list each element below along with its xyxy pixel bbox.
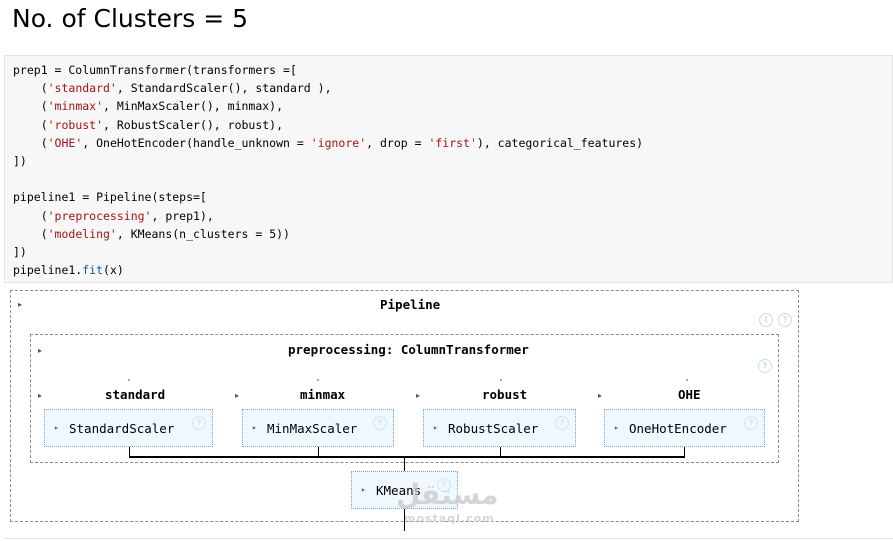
robust-toggle-icon[interactable]: ▸ [416,391,421,400]
help-icon[interactable]: ? [192,416,206,430]
code-token: ]) [13,245,27,259]
code-token: pipeline1 = Pipeline(steps=[ [13,190,207,205]
expand-icon: ▸ [54,423,59,432]
estimator-label: MinMaxScaler [267,421,358,436]
code-token: ( [13,99,48,114]
code-token: , prep1), [151,208,214,223]
page-title: No. of Clusters = 5 [12,4,248,33]
string-literal: 'OHE' [47,135,83,150]
code-token: (x) [103,263,124,278]
estimator-label: RobustScaler [448,421,539,436]
estimator-minmaxscaler[interactable]: ▸ MinMaxScaler ? [242,409,394,447]
watermark-logo: مستقل mostaql.com [396,478,506,528]
expand-icon: ▸ [361,485,366,494]
estimator-label: KMeans [376,483,422,498]
connector-line [318,447,319,456]
preprocessing-toggle-icon[interactable]: ▸ [38,346,43,355]
code-line: ('standard', StandardScaler(), standard … [13,79,332,97]
code-token: pipeline1. [13,263,83,278]
help-icon[interactable]: ? [373,416,387,430]
branch-label-ohe[interactable]: OHE [678,387,701,402]
string-literal: 'preprocessing' [47,208,152,223]
estimator-robustscaler[interactable]: ▸ RobustScaler ? [423,409,576,447]
code-token: , RobustScaler(), robust), [103,117,284,132]
code-line: ('preprocessing', prep1), [13,207,214,225]
connector-line [404,458,405,471]
string-literal: 'standard' [47,81,117,96]
code-token: ( [13,117,48,132]
code-token: ( [13,81,48,96]
string-literal: 'first' [428,135,477,150]
pipeline-toggle-icon[interactable]: ▸ [18,300,23,309]
ohe-toggle-icon[interactable]: ▸ [598,391,603,400]
code-token: ( [13,135,48,150]
code-line: prep1 = ColumnTransformer(transformers =… [13,61,297,79]
branch-label-robust[interactable]: robust [482,387,528,402]
code-line: ('modeling', KMeans(n_clusters = 5)) [13,225,290,243]
info-icon[interactable]: i [759,313,773,327]
code-token: ]) [13,154,27,168]
estimator-label: OneHotEncoder [629,421,727,436]
string-literal: 'ignore' [310,135,367,150]
branch-label-minmax[interactable]: minmax [300,387,346,402]
connector-dot [686,379,688,381]
code-token: , KMeans(n_clusters = 5)) [116,226,290,241]
code-line: pipeline1.fit(x) [13,261,124,279]
expand-icon: ▸ [252,423,257,432]
connector-dot [500,379,502,381]
string-literal: 'modeling' [47,226,117,241]
estimator-onehotencoder[interactable]: ▸ OneHotEncoder ? [604,409,765,447]
code-token: , OneHotEncoder(handle_unknown = [82,135,311,150]
code-token: fit [82,263,104,278]
expand-icon: ▸ [614,423,619,432]
connector-bar [129,456,685,458]
divider [4,538,893,539]
minmax-toggle-icon[interactable]: ▸ [235,391,240,400]
string-literal: 'robust' [47,117,104,132]
expand-icon: ▸ [433,423,438,432]
code-token: ( [13,208,48,223]
code-line: ]) [13,243,27,261]
code-line: pipeline1 = Pipeline(steps=[ [13,188,207,206]
connector-line [129,447,130,456]
preprocessing-label[interactable]: preprocessing: ColumnTransformer [288,342,529,357]
help-icon[interactable]: ? [778,313,792,327]
estimator-kmeans[interactable]: ▸ KMeans ? [351,471,458,509]
connector-line [684,447,685,456]
preprocessing-help-icon[interactable]: ? [758,359,772,373]
watermark-main: مستقل [396,478,499,511]
standard-toggle-icon[interactable]: ▸ [38,391,43,400]
code-token: , MinMaxScaler(), minmax), [103,99,284,114]
help-icon[interactable]: ? [555,416,569,430]
code-token: ), categorical_features) [476,135,644,150]
code-token: ( [13,226,48,241]
help-icon[interactable]: ? [437,478,451,492]
watermark-sub: mostaql.com [404,512,495,525]
string-literal: 'minmax' [47,99,104,114]
code-token: prep1 = ColumnTransformer(transformers =… [13,63,297,77]
estimator-label: StandardScaler [69,421,175,436]
code-token: , drop = [366,135,429,150]
connector-dot [128,379,130,381]
connector-line [500,447,501,456]
code-line: ('minmax', MinMaxScaler(), minmax), [13,97,283,115]
code-token: , StandardScaler(), standard ), [116,81,332,96]
help-icon[interactable]: ? [744,416,758,430]
estimator-standardscaler[interactable]: ▸ StandardScaler ? [44,409,213,447]
code-cell[interactable]: prep1 = ColumnTransformer(transformers =… [4,55,893,283]
connector-line [404,509,405,531]
pipeline-label[interactable]: Pipeline [380,297,441,312]
code-line: ('robust', RobustScaler(), robust), [13,116,283,134]
code-line: ]) [13,152,27,170]
code-line: ('OHE', OneHotEncoder(handle_unknown = '… [13,134,643,152]
branch-label-standard[interactable]: standard [105,387,166,402]
connector-dot [317,379,319,381]
